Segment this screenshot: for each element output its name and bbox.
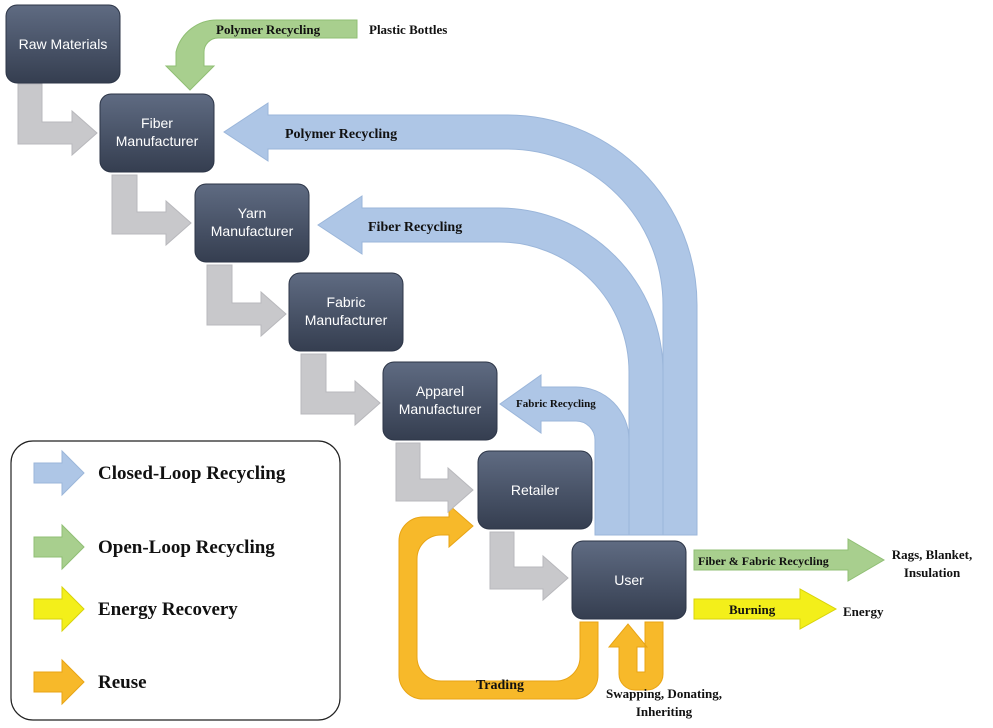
- swapping-loop-arrow: [607, 621, 664, 691]
- flow-arrow-fiber-to-yarn: [111, 174, 192, 247]
- node-retailer: Retailer: [477, 450, 593, 530]
- legend-item-reuse: Reuse: [33, 658, 147, 706]
- legend-swatch-reuse: [33, 658, 85, 706]
- polymer-recycling-arrow: [223, 102, 698, 536]
- flow-arrow-apparel-to-retailer: [395, 442, 474, 514]
- label-rags-line1: Rags, Blanket,: [892, 547, 973, 562]
- label-rags-line2: Insulation: [904, 565, 961, 580]
- node-yarn-manufacturer: Yarn Manufacturer: [194, 183, 310, 263]
- node-yarn-label-line2: Manufacturer: [211, 223, 294, 239]
- label-plastic-bottles: Plastic Bottles: [369, 22, 447, 37]
- node-fabric-label-line1: Fabric: [327, 294, 366, 310]
- flow-arrow-retailer-to-user: [489, 531, 569, 602]
- node-raw-materials-label: Raw Materials: [19, 36, 108, 52]
- legend-item-open-loop: Open-Loop Recycling: [33, 523, 275, 571]
- fiber-fabric-recycling-arrow: [693, 538, 885, 582]
- polymer-recycling-open-loop-arrow: [164, 19, 358, 91]
- node-fabric-label-line2: Manufacturer: [305, 312, 388, 328]
- node-user: User: [571, 540, 687, 620]
- legend-item-closed-loop: Closed-Loop Recycling: [33, 449, 286, 497]
- node-user-label: User: [614, 572, 644, 588]
- node-fiber-manufacturer: Fiber Manufacturer: [99, 93, 215, 173]
- node-retailer-label: Retailer: [511, 482, 560, 498]
- node-apparel-label-line1: Apparel: [416, 383, 464, 399]
- label-swapping-line2: Inheriting: [636, 704, 693, 719]
- label-polymer-recycling: Polymer Recycling: [285, 127, 397, 142]
- legend-label-energy-recovery: Energy Recovery: [98, 599, 238, 620]
- legend-box: [10, 440, 341, 721]
- legend-swatch-open-loop: [33, 523, 85, 571]
- legend-swatch-energy-recovery: [33, 585, 85, 633]
- label-swapping-line1: Swapping, Donating,: [606, 686, 722, 701]
- node-fiber-label-line1: Fiber: [141, 115, 173, 131]
- legend-swatch-closed-loop: [33, 449, 85, 497]
- node-apparel-label-line2: Manufacturer: [399, 401, 482, 417]
- legend-label-open-loop: Open-Loop Recycling: [98, 537, 275, 558]
- label-polymer-recycling-open-loop: Polymer Recycling: [216, 22, 321, 37]
- flow-arrow-raw-to-fiber: [17, 83, 98, 157]
- flow-arrow-fabric-to-apparel: [300, 353, 381, 427]
- label-energy: Energy: [843, 604, 884, 619]
- legend-label-reuse: Reuse: [98, 672, 147, 693]
- flow-arrow-yarn-to-fabric: [206, 264, 287, 338]
- node-apparel-manufacturer: Apparel Manufacturer: [382, 361, 498, 441]
- node-fabric-manufacturer: Fabric Manufacturer: [288, 272, 404, 352]
- legend: Closed-Loop Recycling Open-Loop Recyclin…: [10, 440, 341, 721]
- label-fiber-recycling: Fiber Recycling: [368, 220, 462, 235]
- fabric-recycling-arrow: [499, 374, 630, 536]
- node-raw-materials: Raw Materials: [5, 4, 121, 84]
- burning-arrow: [693, 588, 838, 630]
- legend-label-closed-loop: Closed-Loop Recycling: [98, 463, 286, 484]
- fiber-recycling-arrow: [317, 195, 664, 536]
- label-trading: Trading: [476, 678, 524, 693]
- trading-arrow: [398, 503, 599, 700]
- node-fiber-label-line2: Manufacturer: [116, 133, 199, 149]
- label-fabric-recycling: Fabric Recycling: [516, 398, 596, 410]
- label-burning: Burning: [729, 602, 776, 617]
- node-yarn-label-line1: Yarn: [238, 205, 267, 221]
- label-fiber-fabric-recycling: Fiber & Fabric Recycling: [698, 554, 829, 568]
- legend-item-energy-recovery: Energy Recovery: [33, 585, 238, 633]
